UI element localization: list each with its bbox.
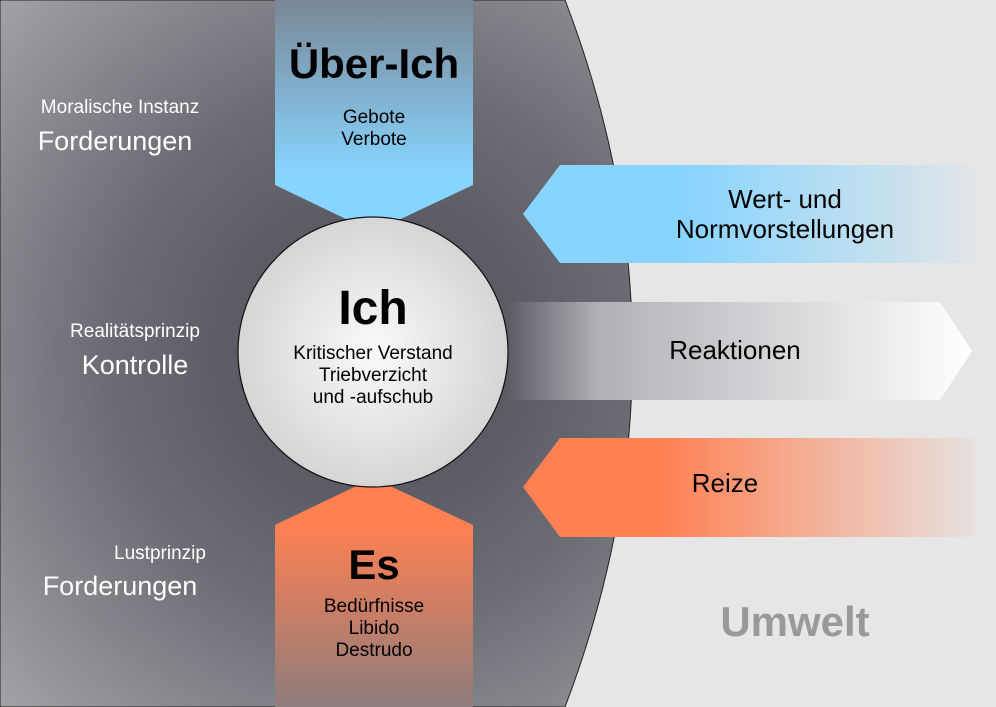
es-line: Libido [348,618,400,639]
ich-main-label: Kontrolle [81,350,189,380]
ueber-ich-sub-label: Moralische Instanz [40,97,200,118]
wert-label-line: Wert- und [728,184,842,214]
es-arrow [275,478,473,707]
ueber-ich-title: Über-Ich [288,40,460,87]
reize-arrow [523,438,975,537]
ueber-ich-main-label: Forderungen [37,126,193,156]
ich-circle [237,216,509,488]
es-sub-label: Lustprinzip [114,543,206,564]
es-title: Es [348,541,400,588]
reaktionen-arrow [505,302,972,400]
ueber-ich-line: Gebote [342,107,406,128]
reize-label: Reize [691,468,759,498]
es-line: Destrudo [335,640,413,661]
ich-sub-label: Realitätsprinzip [70,321,200,342]
es-main-label: Forderungen [42,571,198,601]
ueber-ich-line: Verbote [341,129,407,150]
ueber-ich-arrow [275,0,473,232]
ich-line: Triebverzicht [318,365,428,386]
wert-label-line: Normvorstellungen [675,214,895,244]
ich-line: Kritischer Verstand [293,343,453,364]
ich-title: Ich [338,282,408,335]
ich-line: und -aufschub [312,387,434,408]
es-line: Bedürfnisse [323,596,425,617]
umwelt-label: Umwelt [720,598,870,645]
reaktionen-label: Reaktionen [669,335,801,365]
wert-arrow [523,165,975,263]
